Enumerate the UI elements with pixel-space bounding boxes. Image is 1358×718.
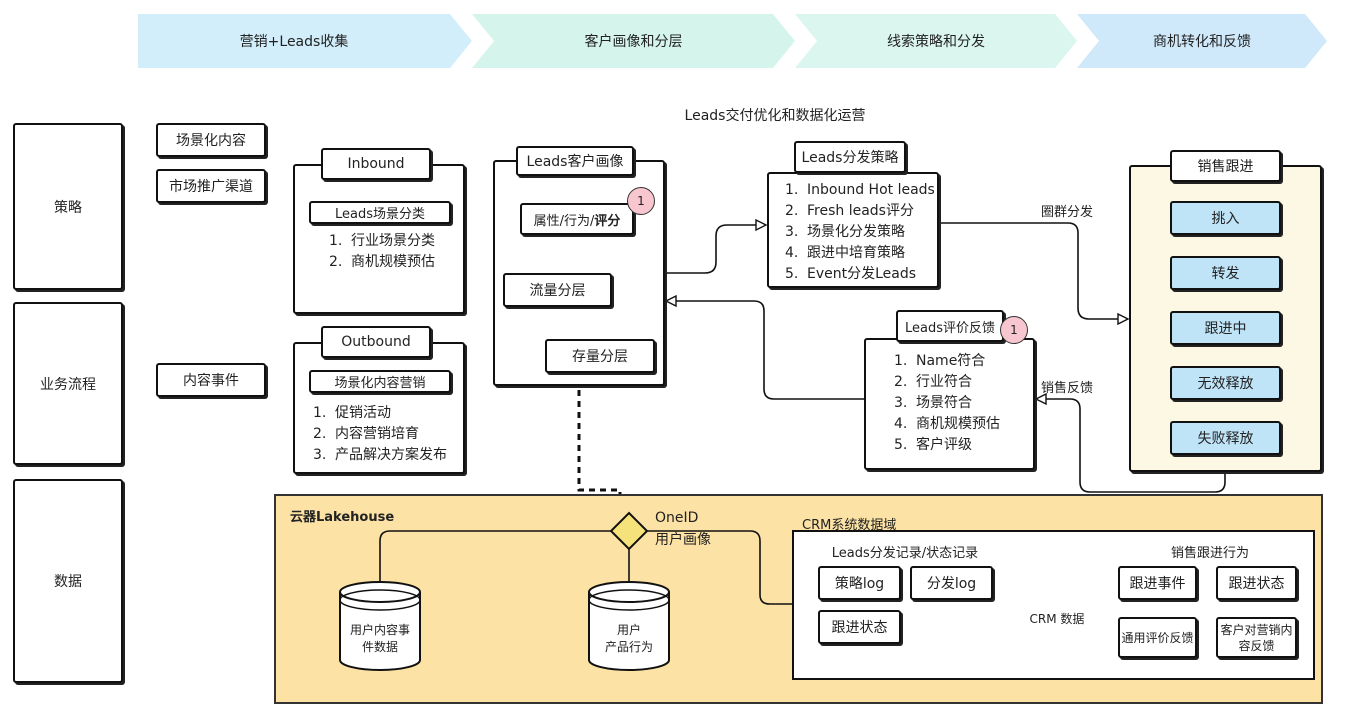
stage-label-4: 商机转化和反馈: [1153, 34, 1251, 50]
list-item: 2.Fresh leads评分: [785, 203, 914, 219]
database-user-content-events: [339, 581, 421, 671]
crm-domain-title: CRM系统数据域: [802, 518, 897, 533]
inbound-subtitle: Leads场景分类: [309, 201, 451, 224]
list-item: 1.Inbound Hot leads: [785, 182, 935, 198]
record-strategy-log: 策略log: [818, 566, 901, 600]
behavior-follow-event: 跟进事件: [1118, 566, 1197, 600]
dispatch-title: Leads分发策略: [794, 141, 906, 173]
db1-label-line1: 用户内容事: [349, 622, 410, 637]
sales-state-pick: 挑入: [1170, 201, 1281, 235]
behavior-general-feedback: 通用评价反馈: [1118, 617, 1197, 658]
sales-state-invalid: 无效释放: [1170, 366, 1281, 400]
arrowhead: [664, 294, 677, 308]
db2-label-line1: 用户: [616, 622, 641, 637]
source-content-event: 内容事件: [156, 363, 266, 397]
outbound-subtitle: 场景化内容营销: [309, 370, 451, 393]
list-item: 1.促销活动: [313, 405, 391, 421]
stage-chevron-3: [795, 14, 1077, 68]
outbound-panel: [293, 342, 465, 474]
portrait-flow-layer: 流量分层: [503, 273, 612, 307]
stage-label-1: 营销+Leads收集: [239, 34, 349, 50]
sales-behavior-title: 销售跟进行为: [1170, 545, 1249, 561]
dispatch-panel: [767, 172, 939, 288]
records-title: Leads分发记录/状态记录: [831, 545, 979, 561]
feedback-badge: 1: [1000, 316, 1028, 344]
db1-label-line2: 件数据: [361, 639, 398, 654]
oneid-label: OneID: [655, 510, 699, 526]
portrait-stock-layer: 存量分层: [545, 339, 655, 373]
list-item: 1.行业场景分类: [329, 233, 435, 249]
crm-db-label: CRM 数据: [1029, 611, 1085, 626]
label-circle-dispatch: 圈群分发: [1041, 205, 1094, 220]
list-item: 1.Name符合: [894, 353, 986, 369]
sales-state-failed: 失败释放: [1170, 421, 1281, 455]
portrait-attr-box: 属性/行为/评分: [520, 203, 634, 235]
connector-portrait-dispatch: [665, 224, 765, 274]
source-market-channel: 市场推广渠道: [156, 169, 266, 203]
arrowhead: [755, 218, 768, 232]
arrowhead: [1117, 312, 1130, 326]
top-caption: Leads交付优化和数据化运营: [684, 108, 866, 124]
record-follow-state: 跟进状态: [818, 610, 901, 644]
list-item: 2.行业符合: [894, 374, 972, 390]
dispatch-list: 1.Inbound Hot leads 2.Fresh leads评分 3.场景…: [785, 180, 935, 285]
connector-feedback-portrait: [667, 300, 865, 400]
list-item: 5.Event分发Leads: [785, 266, 917, 282]
feedback-title: Leads评价反馈: [896, 310, 1004, 342]
feedback-panel: [864, 338, 1035, 470]
inbound-title: Inbound: [321, 148, 431, 180]
sales-state-forward: 转发: [1170, 256, 1281, 290]
sales-title: 销售跟进: [1170, 150, 1281, 182]
list-item: 5.客户评级: [894, 437, 972, 453]
stage-chevron-4: [1077, 14, 1327, 68]
list-item: 2.商机规模预估: [329, 254, 435, 270]
oneid-portrait-label: 用户画像: [655, 532, 711, 548]
list-item: 4.跟进中培育策略: [785, 245, 905, 261]
inbound-list: 1.行业场景分类 2.商机规模预估: [329, 231, 459, 273]
record-dispatch-log: 分发log: [910, 566, 993, 600]
list-item: 4.商机规模预估: [894, 416, 1000, 432]
lakehouse-title: 云器Lakehouse: [290, 510, 395, 525]
list-item: 3.场景符合: [894, 395, 972, 411]
stage-label-2: 客户画像和分层: [584, 34, 683, 50]
list-item: 3.场景化分发策略: [785, 224, 905, 240]
connector-oneid-db1: [379, 530, 612, 592]
connector-portrait-oneid-dashed: [577, 390, 622, 512]
portrait-title: Leads客户画像: [516, 146, 634, 176]
stage-label-3: 线索策略和分发: [887, 34, 985, 50]
feedback-list: 1.Name符合 2.行业符合 3.场景符合 4.商机规模预估 5.客户评级: [894, 351, 1032, 456]
behavior-follow-state: 跟进状态: [1216, 566, 1297, 600]
connector-oneid-crm: [647, 530, 792, 605]
outbound-list: 1.促销活动 2.内容营销培育 3.产品解决方案发布: [313, 403, 461, 466]
oneid-diamond: [609, 511, 649, 551]
connector-dispatch-sales: [939, 222, 1127, 320]
outbound-title: Outbound: [321, 326, 431, 358]
stage-chevron-1: [138, 14, 472, 68]
label-sales-feedback: 销售反馈: [1041, 381, 1094, 396]
behavior-customer-feedback: 客户对营销内 容反馈: [1216, 617, 1297, 658]
arrowhead: [1034, 392, 1047, 406]
row-header-strategy: 策略: [13, 123, 123, 290]
connector-sales-feedback: [1037, 398, 1226, 493]
list-item: 3.产品解决方案发布: [313, 447, 447, 463]
portrait-badge: 1: [627, 187, 655, 215]
source-scene-content: 场景化内容: [156, 123, 266, 157]
row-header-data: 数据: [13, 479, 123, 683]
database-user-product-behavior: [588, 581, 670, 671]
stage-chevron-2: [472, 14, 795, 68]
row-header-process: 业务流程: [13, 302, 123, 465]
list-item: 2.内容营销培育: [313, 426, 419, 442]
db2-label-line2: 产品行为: [604, 639, 653, 654]
sales-state-following: 跟进中: [1170, 311, 1281, 345]
